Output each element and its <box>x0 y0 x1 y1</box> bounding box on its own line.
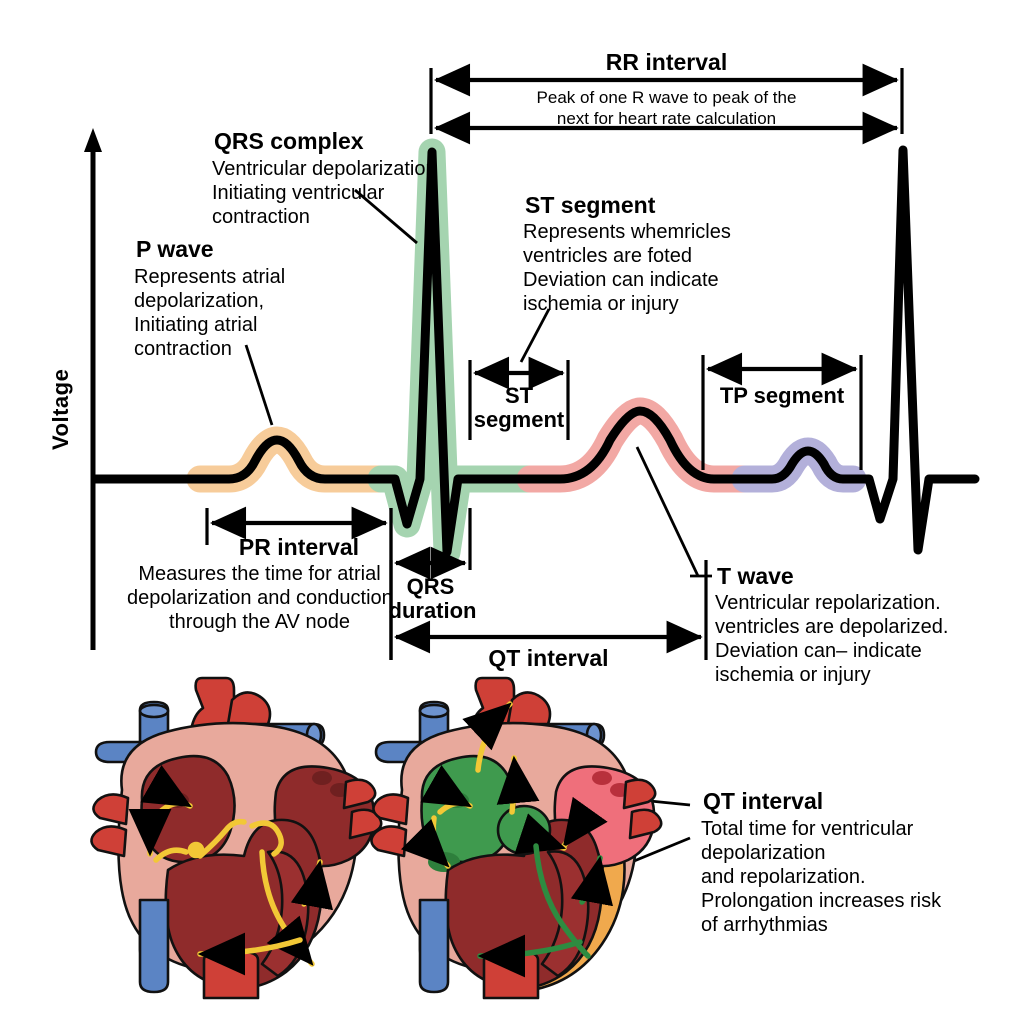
t-wave-line3: Deviation can– indicate <box>715 640 922 662</box>
t-wave-line1: Ventricular repolarization. <box>715 592 941 614</box>
tp-segment-bracket <box>701 352 863 470</box>
qrs-complex-title: QRS complex <box>214 128 364 154</box>
p-wave-line2: depolarization, <box>134 290 265 312</box>
qrs-complex-line3: contraction <box>212 206 310 228</box>
pr-interval-title: PR interval <box>238 534 360 560</box>
p-wave-leader <box>244 344 274 426</box>
qt-interval-bracket-label: QT interval <box>488 645 609 671</box>
st-segment-note-title: ST segment <box>525 192 656 218</box>
qt-interval-heart-line3: and repolarization. <box>701 866 866 888</box>
heart-diagram-right <box>370 676 663 1000</box>
st-segment-bracket-line1: ST <box>504 383 534 408</box>
qt-heart-leader-top <box>599 794 691 807</box>
qt-interval-heart-line1: Total time for ventricular <box>701 818 914 840</box>
p-wave-line1: Represents atrial <box>134 266 286 288</box>
st-segment-note-line2: ventricles are foted <box>523 245 692 267</box>
p-wave-highlight <box>186 426 395 493</box>
t-wave-leader <box>635 446 700 577</box>
st-note-leader <box>519 308 551 363</box>
qrs-complex-line2: Initiating ventricular <box>212 182 385 204</box>
qrs-duration-line1: QRS <box>406 574 455 599</box>
voltage-axis <box>84 128 102 650</box>
qrs-highlight <box>367 138 544 566</box>
axis-arrow-head <box>84 128 102 152</box>
qt-interval-heart-title: QT interval <box>703 788 824 814</box>
pr-interval-line1: Measures the time for atrial <box>138 563 381 585</box>
t-wave-line4: ischemia or injury <box>715 664 871 686</box>
tp-segment-highlight <box>731 437 867 493</box>
rr-interval-desc-line1: Peak of one R wave to peak of the <box>536 88 797 107</box>
p-wave-title: P wave <box>136 236 214 262</box>
st-segment-note-line4: ischemia or injury <box>523 293 679 315</box>
p-wave-line4: contraction <box>134 338 232 360</box>
rr-interval-title: RR interval <box>605 49 728 75</box>
p-wave-line3: Initiating atrial <box>134 314 258 336</box>
pr-interval-line3: through the AV node <box>169 611 350 633</box>
qt-interval-heart-line5: of arrhythmias <box>701 914 828 936</box>
st-segment-note-line3: Deviation can indicate <box>523 269 719 291</box>
voltage-axis-label: Voltage <box>48 368 73 450</box>
qt-interval-heart-line4: Prolongation increases risk <box>701 890 942 912</box>
st-segment-note-line1: Represents whemricles <box>523 221 731 243</box>
pr-interval-line2: depolarization and conduction <box>127 587 393 609</box>
t-wave-line2: ventricles are depolarized. <box>715 616 949 638</box>
rr-interval-desc-line2: next for heart rate calculation <box>556 109 777 128</box>
qt-heart-leader-bottom <box>587 836 691 882</box>
st-segment-bracket-line2: segment <box>473 407 565 432</box>
qrs-duration-line2: duration <box>388 598 477 623</box>
qt-interval-heart-line2: depolarization <box>701 842 826 864</box>
qrs-complex-line1: Ventricular depolarization <box>212 158 437 180</box>
heart-diagram-left <box>90 676 383 1000</box>
t-wave-title: T wave <box>717 563 794 589</box>
tp-segment-bracket-label: TP segment <box>719 383 845 408</box>
